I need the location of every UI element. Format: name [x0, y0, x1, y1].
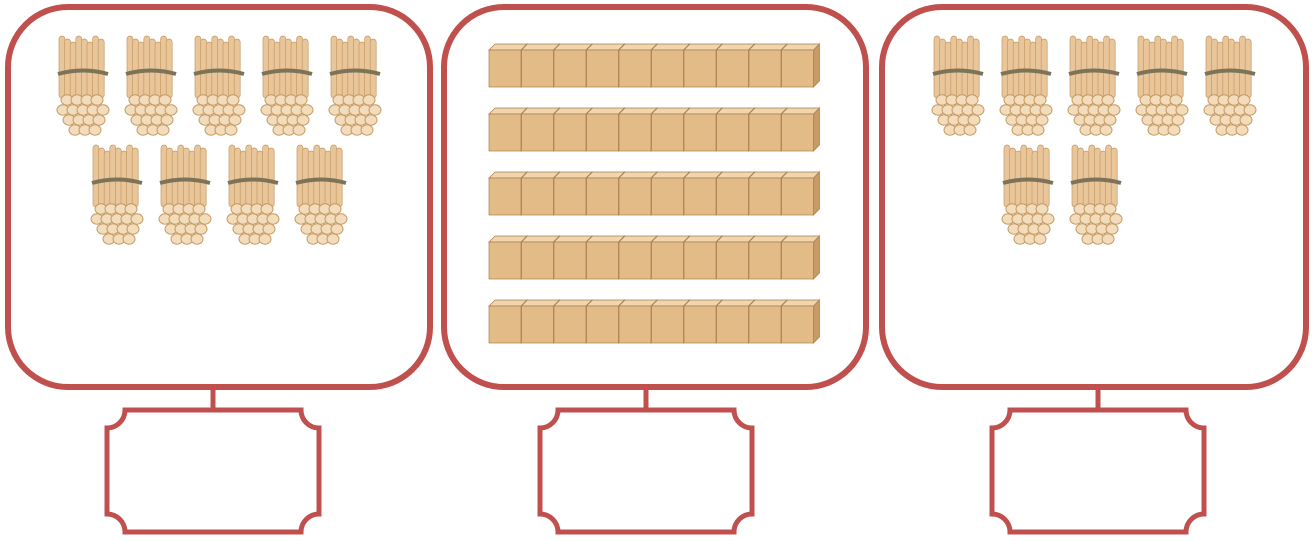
bundle-of-ten-sticks	[125, 36, 177, 135]
unit-cube	[782, 108, 820, 151]
bundle-of-ten-sticks	[932, 36, 984, 135]
bundle-of-ten-sticks	[57, 36, 109, 135]
bundle-of-ten-sticks	[295, 145, 347, 244]
unit-cube	[782, 172, 820, 215]
unit-cube	[782, 44, 820, 87]
bundle-of-ten-sticks	[329, 36, 381, 135]
bundle-of-ten-sticks	[1204, 36, 1256, 135]
bundle-of-ten-sticks	[227, 145, 279, 244]
unit-cube	[782, 300, 820, 343]
bundle-of-ten-sticks	[159, 145, 211, 244]
answer-box-2	[540, 410, 752, 532]
bundle-of-ten-sticks	[1136, 36, 1188, 135]
bundle-of-ten-sticks	[1002, 145, 1054, 244]
answer-box-1	[107, 410, 319, 532]
bundle-of-ten-sticks	[1068, 36, 1120, 135]
unit-cube	[782, 236, 820, 279]
bundle-of-ten-sticks	[1070, 145, 1122, 244]
answer-box-3	[992, 410, 1204, 532]
bundle-of-ten-sticks	[193, 36, 245, 135]
bundle-of-ten-sticks	[261, 36, 313, 135]
bundle-of-ten-sticks	[1000, 36, 1052, 135]
bundle-of-ten-sticks	[91, 145, 143, 244]
